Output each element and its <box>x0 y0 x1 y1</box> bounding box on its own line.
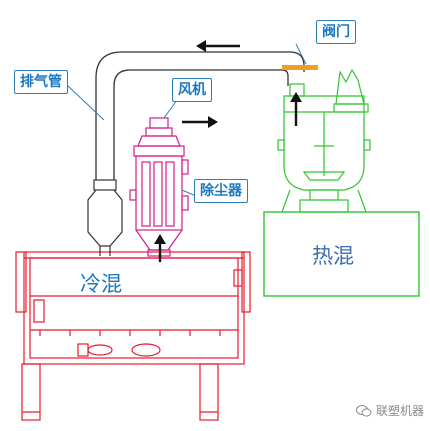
callout-leaders <box>67 85 197 197</box>
cyclone-separator <box>87 179 123 256</box>
exhaust-pipe <box>95 51 305 180</box>
dust-collector-callout: 除尘器 <box>194 179 248 203</box>
wechat-icon <box>355 404 372 417</box>
watermark-text: 联塑机器 <box>375 404 424 418</box>
arrow-up-icon <box>290 92 302 126</box>
arrow-up-icon <box>154 234 166 262</box>
arrow-right-icon <box>182 116 218 128</box>
arrow-left-icon <box>196 40 240 52</box>
valve <box>282 43 318 70</box>
dust-collector <box>129 117 189 257</box>
cold-mixer <box>15 251 251 421</box>
watermark: 联塑机器 <box>355 402 424 419</box>
hot-mixer-label: 热混 <box>312 244 354 268</box>
cold-mixer-label: 冷混 <box>80 272 122 296</box>
hot-mixer <box>263 68 420 297</box>
exhaust-pipe-callout: 排气管 <box>14 70 68 94</box>
valve-callout: 阀门 <box>316 20 356 44</box>
fan-callout: 风机 <box>172 78 212 102</box>
flow-arrows <box>154 40 302 262</box>
